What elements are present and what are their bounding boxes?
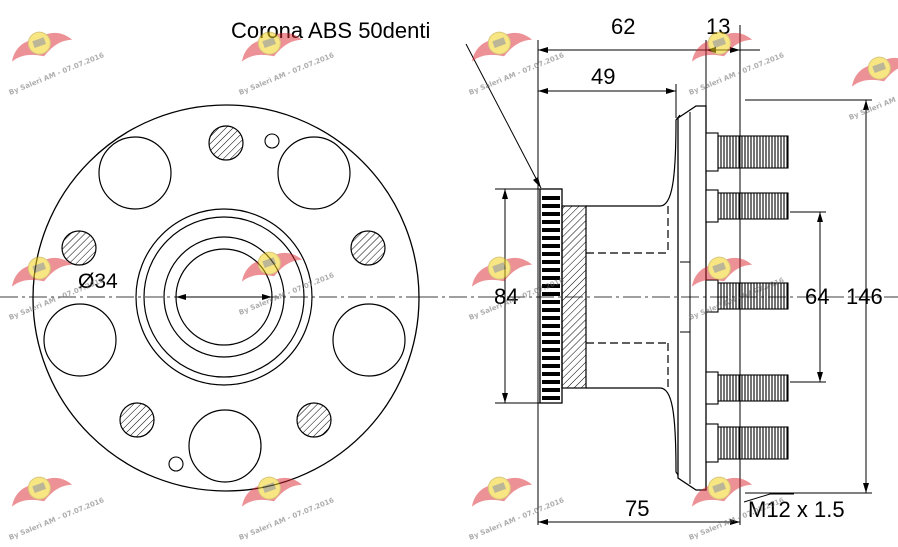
wheel-stud — [705, 423, 789, 463]
stud-hole — [61, 230, 97, 266]
watermark-logo — [234, 241, 305, 288]
dim-overall-length: 62 — [611, 14, 635, 39]
watermark-text: By Salerì AM - 07.07.2016 — [238, 496, 336, 542]
watermark-text: By Salerì AM - 07.07.2016 — [238, 51, 336, 97]
dimension-arrows — [502, 47, 869, 525]
dim-bearing-diameter: 84 — [494, 284, 518, 309]
watermark-text: By Salerì AM - 07.07.2016 — [8, 51, 106, 97]
watermark-logo — [4, 21, 75, 68]
abs-tone-ring — [539, 188, 563, 404]
watermark-text: By Salerì AM - 07.07.2016 — [8, 276, 106, 322]
pilot-hole — [168, 456, 184, 472]
dim-stud-circle: 64 — [805, 284, 829, 309]
front-view: Ø34 — [0, 104, 420, 492]
hub-body — [586, 114, 681, 479]
watermark-text: By Salerì AM - 07.07.2016 — [468, 51, 566, 97]
dim-body-length: 49 — [591, 64, 615, 89]
watermark-text: By Salerì AM - 07.07.2016 — [688, 51, 786, 97]
flange-outline — [32, 104, 420, 492]
wheel-stud — [705, 189, 789, 223]
wheel-stud — [705, 279, 789, 313]
watermark-text: By Salerì AM - 07.07.2016 — [8, 496, 106, 542]
watermark-text: By Salerì AM - 07.07.2016 — [238, 271, 336, 317]
dim-flange-diameter: 146 — [846, 284, 883, 309]
watermark-logo — [4, 466, 75, 513]
dim-stud-length: 75 — [625, 496, 649, 521]
stud-hole — [208, 125, 244, 161]
relief-hole — [188, 409, 262, 483]
dimensions — [465, 25, 872, 525]
pilot-hole — [264, 133, 280, 149]
hub-bore-label: Ø34 — [78, 270, 118, 293]
watermark-text: By Salerì AM - 07.07.2016 — [468, 496, 566, 542]
dim-thread: M12 x 1.5 — [748, 497, 845, 522]
relief-hole — [277, 136, 351, 210]
watermark-logo — [464, 466, 535, 513]
stud-hole — [296, 402, 332, 438]
wheel-stud — [705, 371, 789, 405]
relief-hole — [43, 303, 117, 377]
side-view — [420, 105, 898, 491]
stud-hole — [119, 402, 155, 438]
wheel-stud — [705, 132, 789, 172]
relief-hole — [332, 303, 406, 377]
flange-profile — [677, 105, 707, 491]
watermark-logo — [844, 46, 898, 93]
relief-hole — [98, 136, 172, 210]
stud-hole — [350, 230, 386, 266]
watermark-logo — [464, 21, 535, 68]
